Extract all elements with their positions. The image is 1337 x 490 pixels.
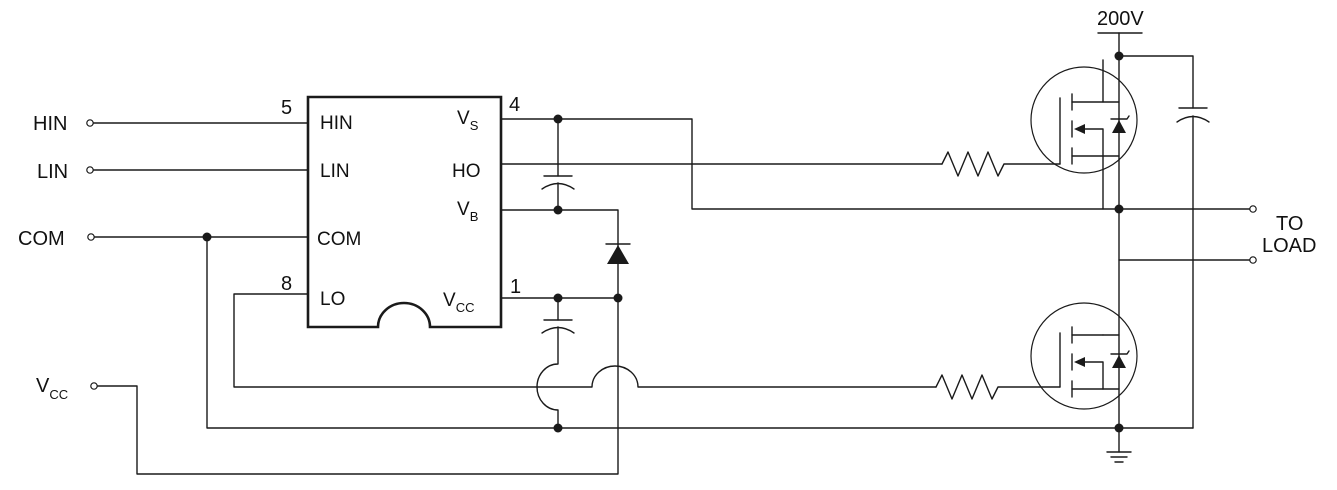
hin-terminal[interactable] <box>86 119 94 127</box>
ic-pin-lo: LO <box>320 289 345 310</box>
driver-ic <box>306 95 503 329</box>
to-load-terminal-low[interactable] <box>1249 256 1257 264</box>
low-side-mosfet <box>1030 302 1138 410</box>
lin-terminal[interactable] <box>86 166 94 174</box>
ic-pin-vcc: VCC <box>443 290 474 315</box>
com-terminal[interactable] <box>87 233 95 241</box>
junction-dots <box>202 51 1124 433</box>
pin-number-5: 5 <box>281 97 292 119</box>
pin-number-8: 8 <box>281 273 292 295</box>
com-input-label: COM <box>18 228 65 250</box>
bootstrap-diode <box>605 243 631 264</box>
ic-pin-com: COM <box>317 229 361 250</box>
ic-pin-vs: VS <box>457 108 479 133</box>
vcc-input-label: VCC <box>36 375 68 402</box>
ic-pin-vb: VB <box>457 199 478 224</box>
pin-number-4: 4 <box>509 94 520 116</box>
lo-gate-wire <box>233 293 937 388</box>
supply-voltage-label: 200V <box>1097 8 1144 30</box>
high-side-gate-resistor <box>941 151 1061 177</box>
to-load-terminal-high[interactable] <box>1249 205 1257 213</box>
high-side-mosfet <box>1030 59 1138 210</box>
ic-pin-ho: HO <box>452 161 481 182</box>
ic-pin-lin: LIN <box>320 161 350 182</box>
pin-number-1: 1 <box>510 276 521 298</box>
low-side-gate-resistor <box>935 374 1061 400</box>
power-rails <box>1097 32 1251 463</box>
vcc-decoupling-capacitor <box>536 297 575 429</box>
input-wires <box>92 122 1194 475</box>
ic-pin-hin: HIN <box>320 113 353 134</box>
to-load-label-line2: LOAD <box>1262 235 1316 257</box>
lin-input-label: LIN <box>37 161 68 183</box>
to-load-label-line1: TO <box>1276 213 1303 235</box>
ic-output-wires <box>500 118 1251 299</box>
vcc-terminal[interactable] <box>90 382 98 390</box>
hin-input-label: HIN <box>33 113 67 135</box>
